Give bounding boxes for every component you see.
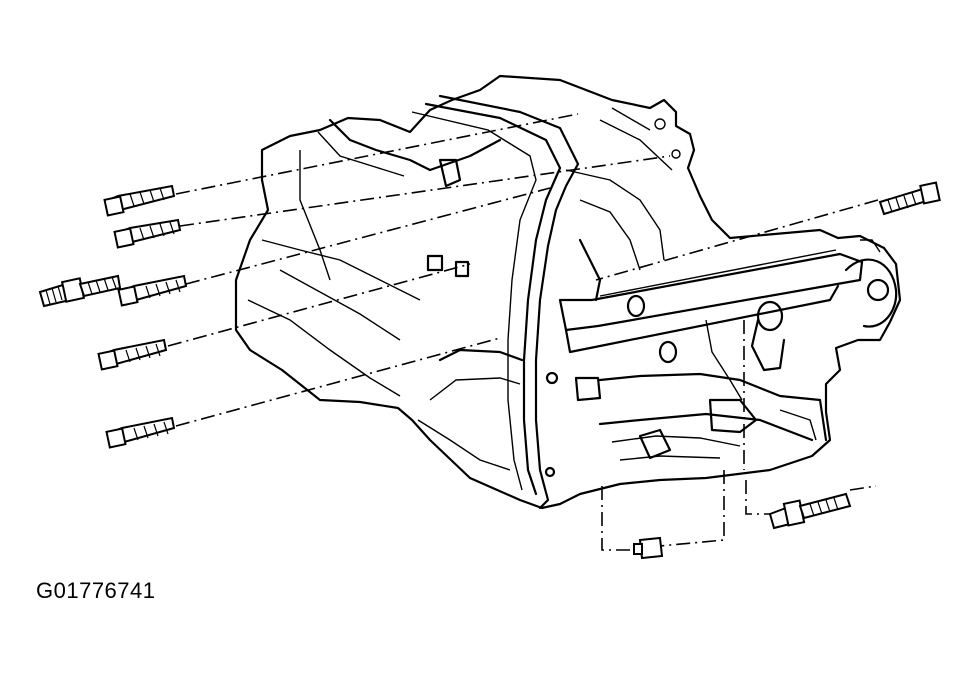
guide-line-5 xyxy=(175,337,501,427)
guide-line-3 xyxy=(185,187,551,285)
bolt-7 xyxy=(768,492,852,530)
guide-line-2 xyxy=(179,155,671,227)
bolt-2 xyxy=(113,218,182,249)
guide-line-9 xyxy=(601,486,640,551)
bolt-5 xyxy=(105,416,176,449)
guide-line-7 xyxy=(745,480,770,515)
bolt-6 xyxy=(878,181,941,216)
transmission-case xyxy=(234,74,902,510)
guide-line-8 xyxy=(849,485,877,491)
guide-line-6 xyxy=(595,199,879,281)
figure-id-label: G01776741 xyxy=(36,578,156,603)
bolt-3 xyxy=(117,274,188,307)
bolt-1 xyxy=(103,184,176,217)
stud-bolt xyxy=(38,274,122,308)
alignment-lines xyxy=(167,113,879,551)
bolt-4 xyxy=(97,338,168,371)
guide-line-10 xyxy=(659,470,725,547)
guide-line-4 xyxy=(167,263,471,347)
plug xyxy=(633,536,664,560)
guide-line-1 xyxy=(175,113,579,195)
